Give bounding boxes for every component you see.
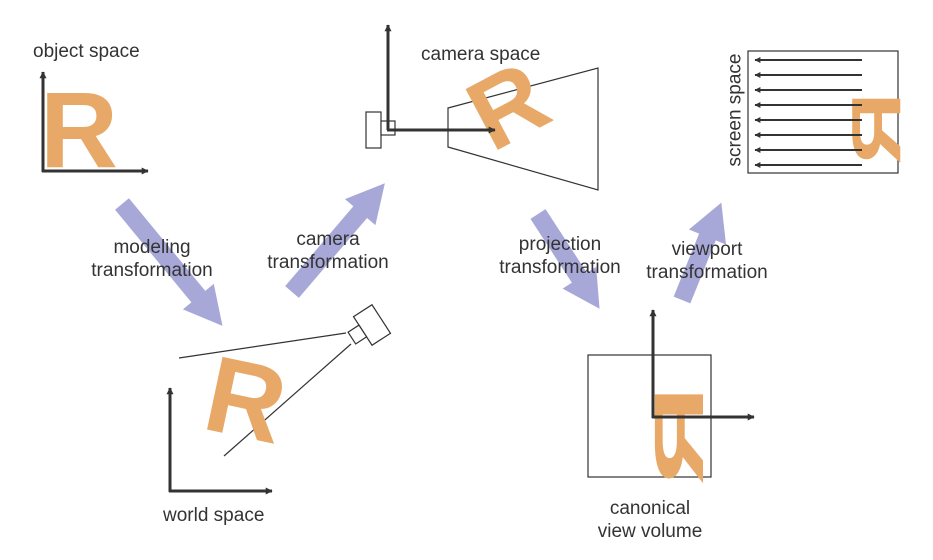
screen-frame [747,50,899,174]
viewport-label-line1: viewport [671,239,743,260]
world-space-label: world space [163,505,265,526]
modeling-label-line1: modeling [113,237,191,258]
world-view-ray-bottom [223,343,352,457]
screen-space-glyph: R [838,92,915,165]
object-space-label: object space [33,41,140,62]
camera-label-line2: transformation [267,252,389,273]
modeling-transformation-label: modeling transformation [82,236,222,282]
projection-label-line2: transformation [499,257,621,278]
screen-space-label: screen space [724,53,746,167]
viewport-transformation-label: viewport transformation [637,238,777,284]
scanline-arrows [754,57,862,168]
camera-label-line1: camera [296,229,360,250]
camera-transformation-label: camera transformation [258,228,398,274]
canonical-view-volume-panel: R [587,309,755,486]
projection-label-line1: projection [518,234,602,255]
world-space-panel: R [166,303,392,495]
world-view-ray-top [178,332,347,359]
modeling-label-line2: transformation [91,260,213,281]
object-space-panel: R [39,69,149,190]
canonical-label-line1: canonical [609,498,691,519]
modeling-transform-arrow [115,198,223,326]
world-camera-icon [347,303,392,347]
camera-transform-arrow [285,183,385,298]
camera-space-label: camera space [421,44,541,65]
canonical-label-line2: view volume [597,521,703,542]
canonical-view-volume-label: canonical view volume [580,497,720,543]
world-r-glyph: R [195,332,296,467]
camera-view-frustum [447,67,599,191]
viewport-transform-arrow [673,202,727,304]
screen-space-panel: R [747,50,915,174]
viewport-label-line2: transformation [646,262,768,283]
projection-transformation-label: projection transformation [490,233,630,279]
projection-transform-arrow [530,209,600,309]
